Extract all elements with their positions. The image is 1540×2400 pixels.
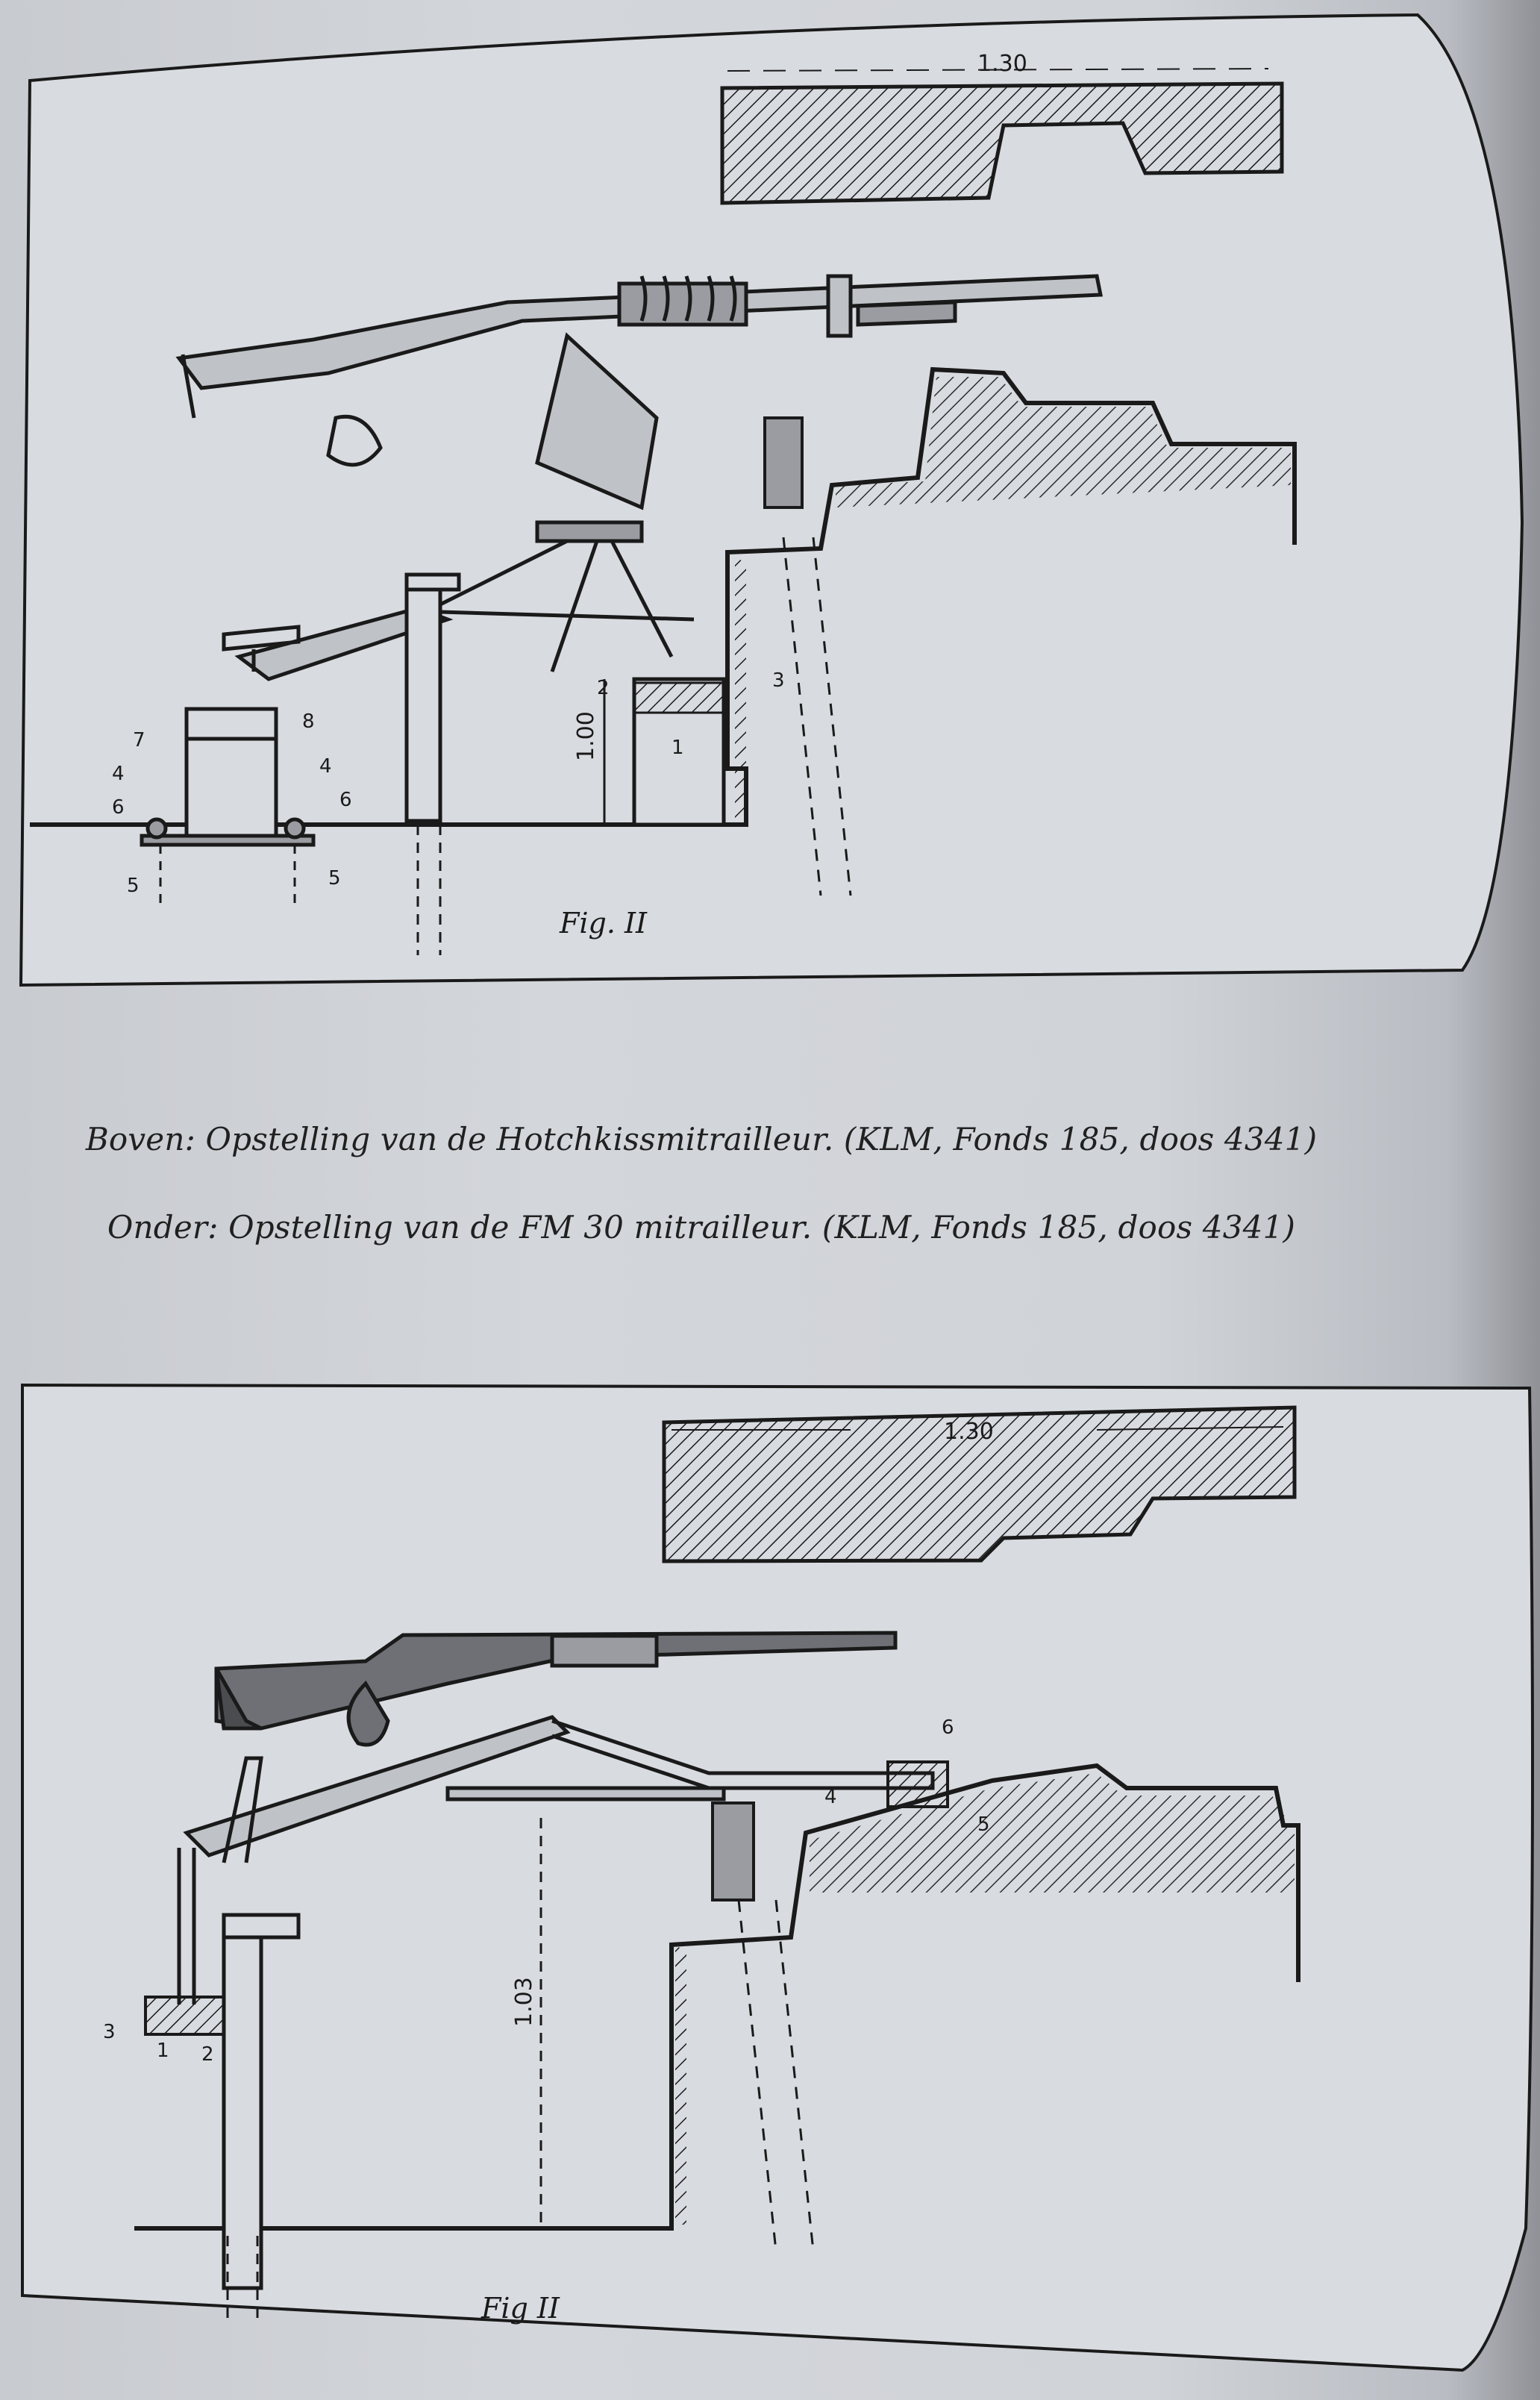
figure-label: Fig. II: [559, 907, 648, 940]
front-support: [886, 1760, 949, 1808]
part-label: 4: [319, 755, 332, 778]
part-label: 6: [942, 1716, 954, 1739]
dim-width-label: 1.30: [977, 51, 1027, 77]
rear-block: [144, 1996, 225, 2036]
part-label: 2: [201, 2043, 214, 2066]
part-label: 1: [672, 737, 684, 759]
part-label: 4: [112, 763, 125, 785]
part-label: 7: [133, 729, 145, 751]
dim-height-label: 1.03: [511, 1977, 537, 2027]
tripod-mount: [222, 520, 695, 955]
caption-bottom: Onder: Opstelling van de FM 30 mitraille…: [107, 1209, 1296, 1246]
part-label: 1: [157, 2040, 169, 2062]
figure-frame: [21, 1383, 1534, 2372]
block-2: [633, 681, 725, 714]
part-label: 6: [112, 796, 125, 819]
overhead-slab: [720, 81, 1284, 205]
fm30-gun: [214, 1631, 898, 1747]
part-label: 2: [597, 677, 610, 699]
part-label: 5: [328, 867, 341, 890]
rear-stand: [140, 707, 316, 910]
bipod-mount: [177, 1715, 935, 2325]
part-label: 3: [772, 669, 785, 692]
overhead-slab: [662, 1405, 1297, 1563]
part-label: 3: [103, 2021, 116, 2043]
part-label: 8: [302, 710, 315, 733]
part-label: 5: [127, 875, 140, 897]
figure-label: Fig II: [481, 2292, 560, 2325]
figure-fm30: 1.30 1.03: [21, 1383, 1534, 2372]
part-label: 4: [824, 1786, 837, 1808]
figure-hotchkiss: 1.30 1.00: [19, 13, 1524, 987]
part-label: 6: [339, 789, 352, 811]
caption-top: Boven: Opstelling van de Hotchkissmitrai…: [85, 1121, 1318, 1157]
dim-height-label: 1.00: [573, 711, 599, 761]
hotchkiss-gun: [175, 274, 1104, 510]
part-label: 5: [977, 1813, 990, 1836]
dim-width-label: 1.30: [944, 1419, 994, 1445]
